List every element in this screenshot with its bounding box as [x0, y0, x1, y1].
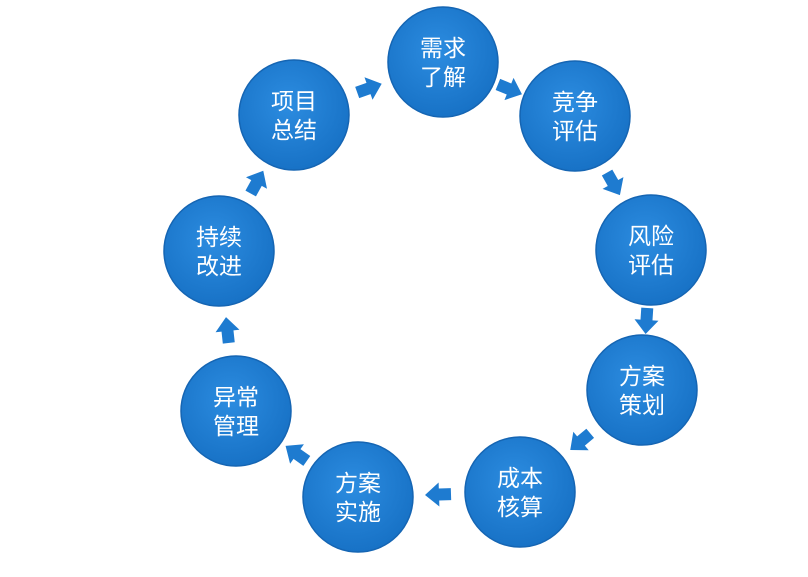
arrow-icon — [215, 317, 240, 344]
arrow-icon — [245, 170, 268, 197]
node-label-line: 方案 — [335, 471, 381, 497]
node-label-line: 管理 — [213, 414, 259, 440]
node-label-line: 项目 — [271, 89, 317, 115]
node-label-line: 了解 — [420, 65, 466, 91]
arrow-icon — [425, 482, 452, 507]
node-circle — [238, 59, 350, 171]
node-label-line: 评估 — [552, 119, 598, 145]
node-label-line: 风险 — [628, 224, 674, 250]
node-label-line: 异常 — [213, 385, 259, 411]
node-label-line: 策划 — [619, 393, 665, 419]
node-label-line: 评估 — [628, 253, 674, 279]
node-circle — [519, 60, 631, 172]
node-label-line: 总结 — [271, 118, 317, 144]
node-circle — [180, 355, 292, 467]
node-circle — [302, 441, 414, 553]
arrow-icon — [570, 428, 595, 451]
arrow-icon — [495, 77, 522, 101]
node-label-line: 需求 — [420, 36, 466, 62]
node-label-line: 方案 — [619, 364, 665, 390]
node-circle — [595, 194, 707, 306]
arrow-icon — [634, 307, 659, 334]
arrow-icon — [285, 444, 311, 466]
node-label-line: 改进 — [196, 254, 242, 280]
node-label-line: 实施 — [335, 500, 381, 526]
node-circle — [586, 334, 698, 446]
node-circle — [387, 6, 499, 118]
arrows-layer — [215, 77, 659, 507]
node-label-line: 竞争 — [552, 90, 598, 116]
arrow-icon — [601, 169, 624, 196]
node-label-line: 持续 — [196, 225, 242, 251]
node-label-line: 成本 — [497, 466, 543, 492]
node-circle — [464, 436, 576, 548]
arrow-icon — [355, 77, 382, 100]
node-label-line: 核算 — [497, 495, 543, 521]
node-circle — [163, 195, 275, 307]
